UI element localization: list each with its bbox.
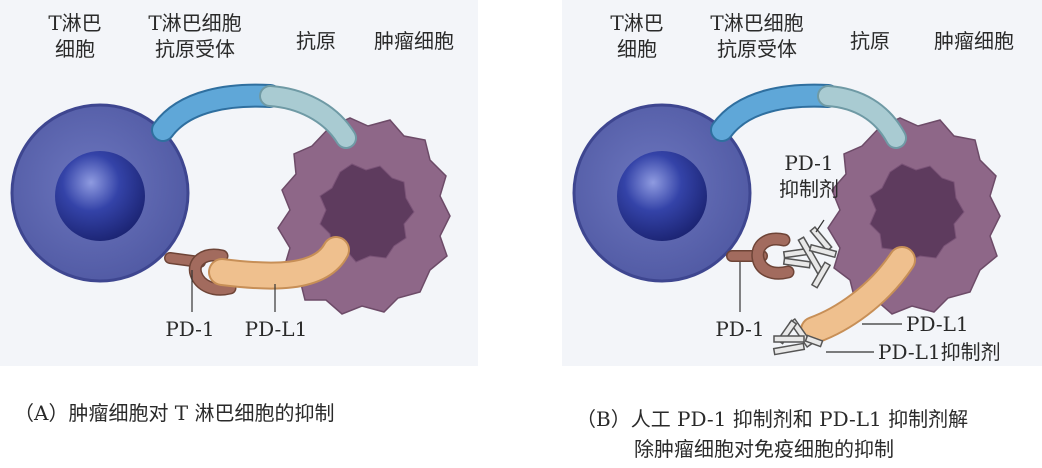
label-pd1: PD-1 [165,317,215,341]
caption-b-line2: 除肿瘤细胞对免疫细胞的抑制 [634,437,894,461]
label-pd1: PD-1 [715,317,765,341]
tumor-nucleus [869,163,965,263]
label-pdl1: PD-L1 [244,317,308,341]
pdl1-inhibitor-antibody [772,317,824,356]
label-tumor-cell: 肿瘤细胞 [374,29,454,53]
label-t-cell: T淋巴细胞 [48,11,102,61]
panel-a: T淋巴细胞 T淋巴细胞抗原受体 抗原 肿瘤细胞 PD-1 PD-L1 [0,0,478,366]
t-cell-nucleus [617,151,707,241]
pd1-receptor [726,232,795,280]
label-tumor-cell: 肿瘤细胞 [934,29,1014,53]
caption-a: （A）肿瘤细胞对 T 淋巴细胞的抑制 [14,401,335,425]
tumor-nucleus [319,163,415,263]
caption-b-line1: （B）人工 PD-1 抑制剂和 PD-L1 抑制剂解 [576,407,969,431]
label-tcr: T淋巴细胞抗原受体 [148,11,242,61]
pd1-inhibitor-antibody [782,226,838,289]
label-antigen: 抗原 [296,29,336,53]
pd1-receptor [164,248,237,296]
label-t-cell: T淋巴细胞 [610,11,664,61]
t-cell-nucleus [55,151,145,241]
label-antigen: 抗原 [850,29,890,53]
label-pdl1: PD-L1 [906,312,969,336]
label-tcr: T淋巴细胞抗原受体 [710,11,804,61]
label-pdl1-inhibitor: PD-L1抑制剂 [878,340,1001,364]
panel-b-diagram [572,83,1001,356]
panel-a-diagram [10,83,451,315]
